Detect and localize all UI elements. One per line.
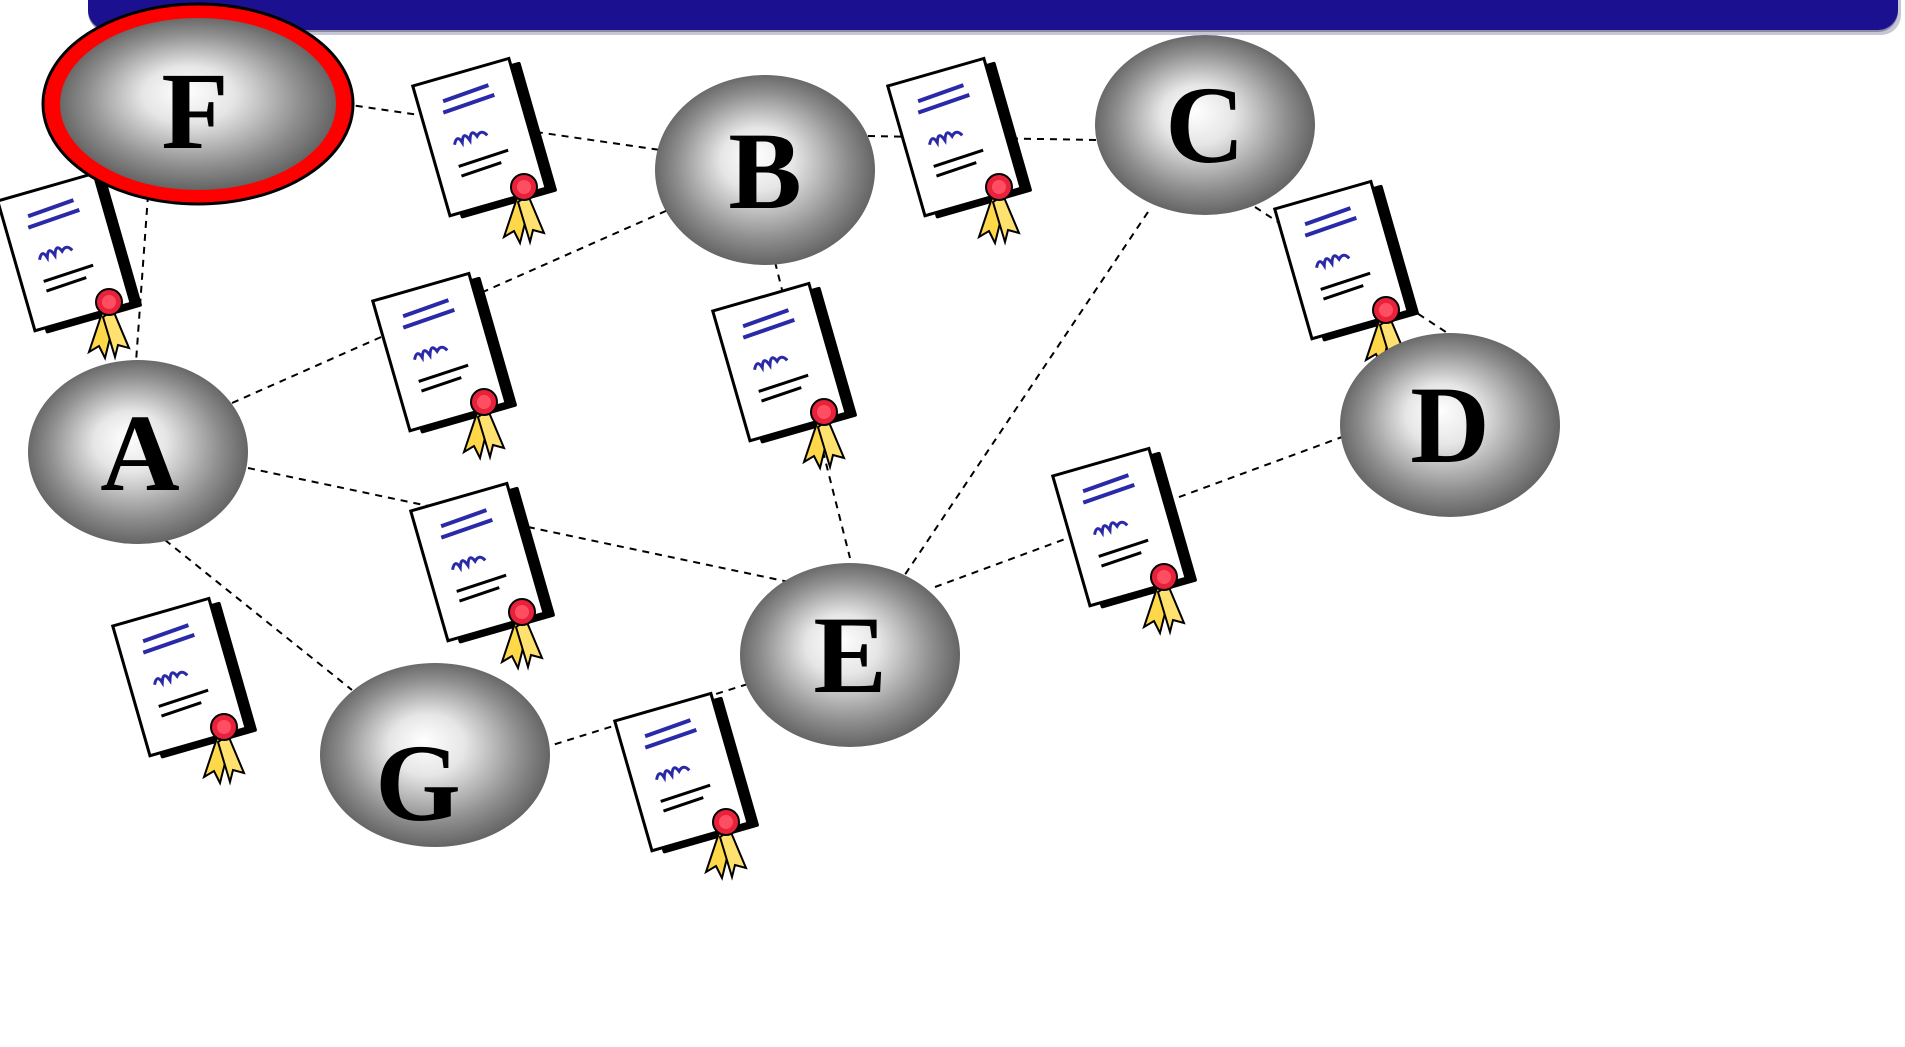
node-sphere	[740, 563, 960, 747]
edge-a-g	[164, 539, 353, 691]
node-sphere	[1095, 35, 1315, 215]
certificate-icon	[110, 593, 260, 785]
certificate-icon	[410, 53, 560, 245]
certificate-icon	[612, 688, 762, 880]
node-g: G	[320, 663, 550, 847]
edge-c-e	[897, 211, 1149, 586]
node-c: C	[1095, 35, 1315, 215]
node-a: A	[28, 360, 248, 544]
certificate-icon	[1050, 443, 1200, 635]
node-sphere	[28, 360, 248, 544]
edge-f-b	[329, 101, 661, 151]
title-bar	[88, 0, 1898, 30]
node-sphere	[1340, 333, 1560, 517]
node-label-d: D	[1410, 364, 1489, 486]
node-label-c: C	[1165, 64, 1244, 186]
node-sphere	[60, 18, 336, 190]
certificate-icon	[408, 478, 558, 670]
edge-f-a	[135, 194, 149, 363]
node-label-b: B	[728, 110, 801, 232]
node-d: D	[1340, 333, 1560, 517]
node-label-f: F	[161, 50, 228, 172]
node-f: F	[41, 2, 355, 206]
certificate-icon	[370, 268, 520, 460]
node-label-e: E	[813, 594, 886, 716]
node-label-g: G	[375, 722, 461, 844]
certificate-icon	[710, 278, 860, 470]
certificate-icon	[1272, 176, 1422, 368]
certificate-icon	[885, 53, 1035, 245]
node-b: B	[655, 75, 875, 265]
certificate-icon	[0, 168, 145, 360]
node-label-a: A	[100, 392, 179, 514]
node-e: E	[740, 563, 960, 747]
node-sphere	[655, 75, 875, 265]
nodes-layer: F B C A D E G	[28, 2, 1560, 847]
node-sphere	[320, 663, 550, 847]
